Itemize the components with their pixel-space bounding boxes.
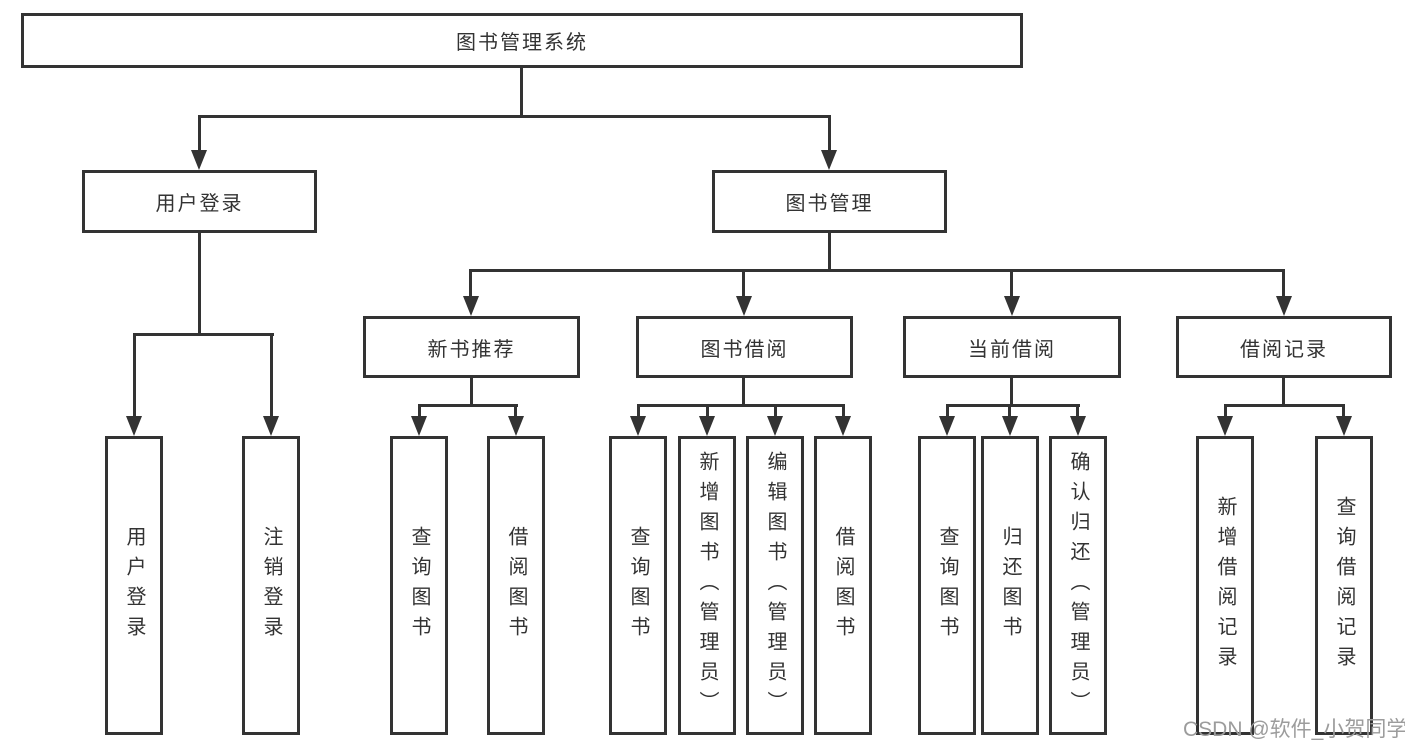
connector-line [1008, 404, 1011, 418]
node-borrowing-edit-books-admin: 编辑图书（管理员） [746, 436, 804, 735]
node-new-book-recommend: 新书推荐 [363, 316, 580, 378]
arrow-down-icon [508, 416, 524, 436]
arrow-down-icon [1004, 296, 1020, 316]
node-records-query-record-label: 查询借阅记录 [1333, 495, 1355, 676]
connector-line [774, 404, 777, 418]
node-logout: 注销登录 [242, 436, 300, 735]
node-user-login-action-label: 用户登录 [123, 525, 145, 646]
node-borrowing-add-books-admin-label: 新增图书（管理员） [696, 450, 718, 721]
node-borrowing-records: 借阅记录 [1176, 316, 1392, 378]
node-borrowing-edit-books-admin-label: 编辑图书（管理员） [764, 450, 786, 721]
node-records-add-record: 新增借阅记录 [1196, 436, 1254, 735]
node-borrowing-add-books-admin: 新增图书（管理员） [678, 436, 736, 735]
node-new-book-recommend-label: 新书推荐 [427, 338, 516, 361]
node-records-add-record-label: 新增借阅记录 [1214, 495, 1236, 676]
node-current-return-books-label: 归还图书 [999, 525, 1021, 646]
connector-line [133, 333, 136, 418]
node-user-login-label: 用户登录 [155, 193, 244, 215]
arrow-down-icon [463, 296, 479, 316]
connector-line [270, 333, 273, 418]
node-book-borrowing: 图书借阅 [636, 316, 853, 378]
node-newbook-query-books-label: 查询图书 [408, 525, 430, 646]
connector-line [1224, 404, 1227, 418]
arrow-down-icon [835, 416, 851, 436]
node-book-management: 图书管理 [712, 170, 947, 233]
connector-line [742, 378, 745, 406]
watermark: CSDN @软件_小贺同学 [1183, 718, 1405, 741]
arrow-down-icon [736, 296, 752, 316]
node-user-login-action: 用户登录 [105, 436, 163, 735]
node-logout-label: 注销登录 [260, 525, 282, 646]
arrow-down-icon [411, 416, 427, 436]
connector-line [742, 269, 745, 298]
connector-line [198, 233, 201, 336]
node-current-confirm-return-admin-label: 确认归还（管理员） [1067, 450, 1089, 721]
connector-line [828, 115, 831, 152]
connector-line [133, 333, 274, 336]
node-current-confirm-return-admin: 确认归还（管理员） [1049, 436, 1107, 735]
node-current-query-books: 查询图书 [918, 436, 976, 735]
arrow-down-icon [1217, 416, 1233, 436]
arrow-down-icon [821, 150, 837, 170]
connector-line [1010, 378, 1013, 406]
connector-line [418, 404, 518, 407]
node-user-login: 用户登录 [82, 170, 317, 233]
arrow-down-icon [1070, 416, 1086, 436]
connector-line [1342, 404, 1345, 418]
node-borrowing-records-label: 借阅记录 [1240, 338, 1328, 361]
connector-line [198, 115, 831, 118]
node-newbook-borrow-books: 借阅图书 [487, 436, 545, 735]
arrow-down-icon [1002, 416, 1018, 436]
connector-line [1282, 269, 1285, 298]
node-library-system-label: 图书管理系统 [456, 32, 588, 54]
arrow-down-icon [699, 416, 715, 436]
node-book-borrowing-label: 图书借阅 [700, 338, 789, 361]
node-borrowing-query-books: 查询图书 [609, 436, 667, 735]
connector-line [637, 404, 845, 407]
node-newbook-borrow-books-label: 借阅图书 [505, 525, 527, 646]
node-borrowing-borrow-books-label: 借阅图书 [832, 525, 854, 646]
connector-line [470, 378, 473, 406]
node-current-return-books: 归还图书 [981, 436, 1039, 735]
node-current-query-books-label: 查询图书 [936, 525, 958, 646]
connector-line [842, 404, 845, 418]
node-current-borrowing: 当前借阅 [903, 316, 1121, 378]
node-newbook-query-books: 查询图书 [390, 436, 448, 735]
connector-line [469, 269, 472, 298]
node-library-system: 图书管理系统 [21, 13, 1023, 68]
node-current-borrowing-label: 当前借阅 [968, 338, 1056, 361]
connector-line [418, 404, 421, 418]
connector-line [514, 404, 517, 418]
arrow-down-icon [939, 416, 955, 436]
arrow-down-icon [630, 416, 646, 436]
arrow-down-icon [1336, 416, 1352, 436]
connector-line [1010, 269, 1013, 298]
connector-line [198, 115, 201, 152]
connector-line [1282, 378, 1285, 406]
arrow-down-icon [263, 416, 279, 436]
connector-line [520, 68, 523, 117]
connector-line [946, 404, 1080, 407]
connector-line [1224, 404, 1345, 407]
arrow-down-icon [767, 416, 783, 436]
connector-line [637, 404, 640, 418]
node-borrowing-query-books-label: 查询图书 [627, 525, 649, 646]
node-records-query-record: 查询借阅记录 [1315, 436, 1373, 735]
node-book-management-label: 图书管理 [785, 193, 874, 215]
arrow-down-icon [1276, 296, 1292, 316]
connector-line [946, 404, 949, 418]
connector-line [706, 404, 709, 418]
node-borrowing-borrow-books: 借阅图书 [814, 436, 872, 735]
arrow-down-icon [126, 416, 142, 436]
connector-line [828, 233, 831, 272]
connector-line [1076, 404, 1079, 418]
connector-line [469, 269, 1285, 272]
arrow-down-icon [191, 150, 207, 170]
